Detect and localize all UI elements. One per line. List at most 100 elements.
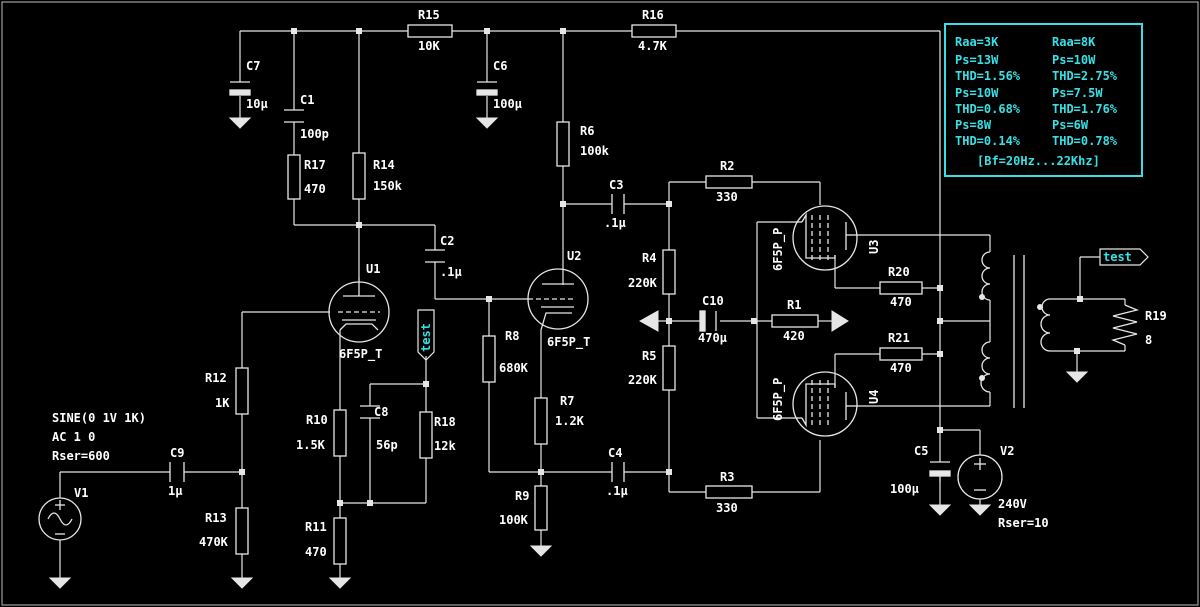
- capacitor-c7: [229, 89, 251, 96]
- resistor-r6: [556, 121, 570, 167]
- label-c7-ref: C7: [246, 59, 260, 73]
- label-c7-value: 10µ: [246, 97, 268, 111]
- junctions: [239, 28, 1083, 506]
- label-u2-value: 6F5P_T: [547, 335, 590, 350]
- label-c6-value: 100µ: [493, 97, 522, 111]
- tube-u1: [328, 277, 390, 343]
- resistor-r18: [419, 411, 433, 459]
- label-r10-value: 1.5K: [296, 438, 326, 452]
- label-v2-extra: Rser=10: [998, 516, 1049, 530]
- label-c4-value: .1µ: [606, 484, 628, 498]
- label-c5-ref: C5: [914, 444, 928, 458]
- label-u1-ref: U1: [366, 262, 380, 276]
- label-r9-ref: R9: [515, 489, 529, 503]
- label-r15-ref: R15: [418, 8, 440, 22]
- result-right-0: Raa=8K: [1052, 35, 1096, 49]
- label-r13-value: 470K: [199, 535, 229, 549]
- label-u4-ref: U4: [867, 390, 881, 404]
- ground-icon: [928, 504, 952, 516]
- result-left-1: Ps=13W: [955, 53, 999, 67]
- capacitors: [169, 81, 951, 482]
- label-c8-ref: C8: [374, 405, 388, 419]
- label-c10-value: 470µ: [698, 331, 727, 345]
- label-v1-line1: SINE(0 1V 1K): [52, 411, 146, 425]
- label-u2-ref: U2: [567, 249, 581, 263]
- label-r21-ref: R21: [888, 331, 910, 345]
- resistor-r2: [705, 175, 753, 189]
- source-v2: [957, 454, 1003, 500]
- resistor-r12: [235, 367, 249, 415]
- svg-text:test: test: [1103, 250, 1132, 264]
- svg-text:test: test: [419, 323, 433, 352]
- label-r17-ref: R17: [304, 158, 326, 172]
- label-r19-ref: R19: [1145, 309, 1167, 323]
- result-right-3: Ps=7.5W: [1052, 86, 1103, 100]
- label-r4-ref: R4: [642, 251, 656, 265]
- ground-icon: [228, 117, 252, 129]
- label-r18-ref: R18: [434, 415, 456, 429]
- resistor-r20: [879, 281, 923, 295]
- result-right-1: Ps=10W: [1052, 53, 1096, 67]
- label-r7-ref: R7: [560, 394, 574, 408]
- test-probe-flag: test: [1099, 248, 1149, 266]
- label-r19-value: 8: [1145, 333, 1152, 347]
- label-r1-value: 420: [783, 329, 805, 343]
- ground-icon: [475, 117, 499, 129]
- label-r6-value: 100k: [580, 144, 610, 158]
- label-r2-ref: R2: [720, 159, 734, 173]
- label-v1-ref: V1: [74, 486, 88, 500]
- tube-u4: [790, 371, 858, 437]
- label-r10-ref: R10: [306, 413, 328, 427]
- label-r15-value: 10K: [418, 39, 440, 53]
- label-c3-value: .1µ: [604, 216, 626, 230]
- label-r20-value: 470: [890, 295, 912, 309]
- label-c1-ref: C1: [300, 93, 314, 107]
- label-u3-ref: U3: [867, 240, 881, 254]
- resistor-r13: [235, 507, 249, 555]
- label-r12-ref: R12: [205, 371, 227, 385]
- results-box: Raa=3K Ps=13W THD=1.56% Ps=10W THD=0.68%…: [944, 23, 1143, 177]
- label-v1-line3: Rser=600: [52, 449, 110, 463]
- label-r3-ref: R3: [720, 470, 734, 484]
- label-c5-value: 100µ: [890, 482, 919, 496]
- label-c9-value: 1µ: [168, 484, 182, 498]
- output-transformer: [979, 251, 1051, 408]
- ground-icon: [1065, 371, 1089, 383]
- result-left-0: Raa=3K: [955, 35, 999, 49]
- resistor-r7: [534, 397, 548, 445]
- label-r16-ref: R16: [642, 8, 664, 22]
- source-v1: [38, 497, 82, 541]
- result-right-5: Ps=6W: [1052, 118, 1089, 132]
- label-c3-ref: C3: [609, 178, 623, 192]
- label-c10-ref: C10: [702, 294, 724, 308]
- label-r18-value: 12k: [434, 439, 456, 453]
- label-v2-ref: V2: [1000, 444, 1014, 458]
- ground-icon: [529, 545, 553, 557]
- label-r6-ref: R6: [580, 124, 594, 138]
- result-left-2: THD=1.56%: [955, 69, 1021, 83]
- tube-u2: [527, 268, 589, 331]
- capacitor-c6: [476, 89, 498, 96]
- resistor-r1: [771, 314, 819, 328]
- ground-icon: [230, 577, 254, 589]
- label-r2-value: 330: [716, 190, 738, 204]
- label-c6-ref: C6: [493, 59, 507, 73]
- ground-icon: [48, 577, 72, 589]
- label-r8-ref: R8: [505, 329, 519, 343]
- label-r16-value: 4.7K: [638, 39, 668, 53]
- label-r5-value: 220K: [628, 373, 658, 387]
- resistor-r14: [352, 152, 366, 200]
- resistor-r16: [631, 24, 677, 38]
- result-left-5: Ps=8W: [955, 118, 992, 132]
- resistor-r9: [534, 485, 548, 531]
- label-r3-value: 330: [716, 501, 738, 515]
- resistor-r3: [705, 485, 753, 499]
- ground-icon: [328, 577, 352, 589]
- result-right-2: THD=2.75%: [1052, 69, 1118, 83]
- label-r1-ref: R1: [787, 298, 801, 312]
- label-u4-value: 6F5P_P: [771, 378, 786, 421]
- capacitor-c5: [929, 470, 951, 477]
- label-r11-ref: R11: [305, 520, 327, 534]
